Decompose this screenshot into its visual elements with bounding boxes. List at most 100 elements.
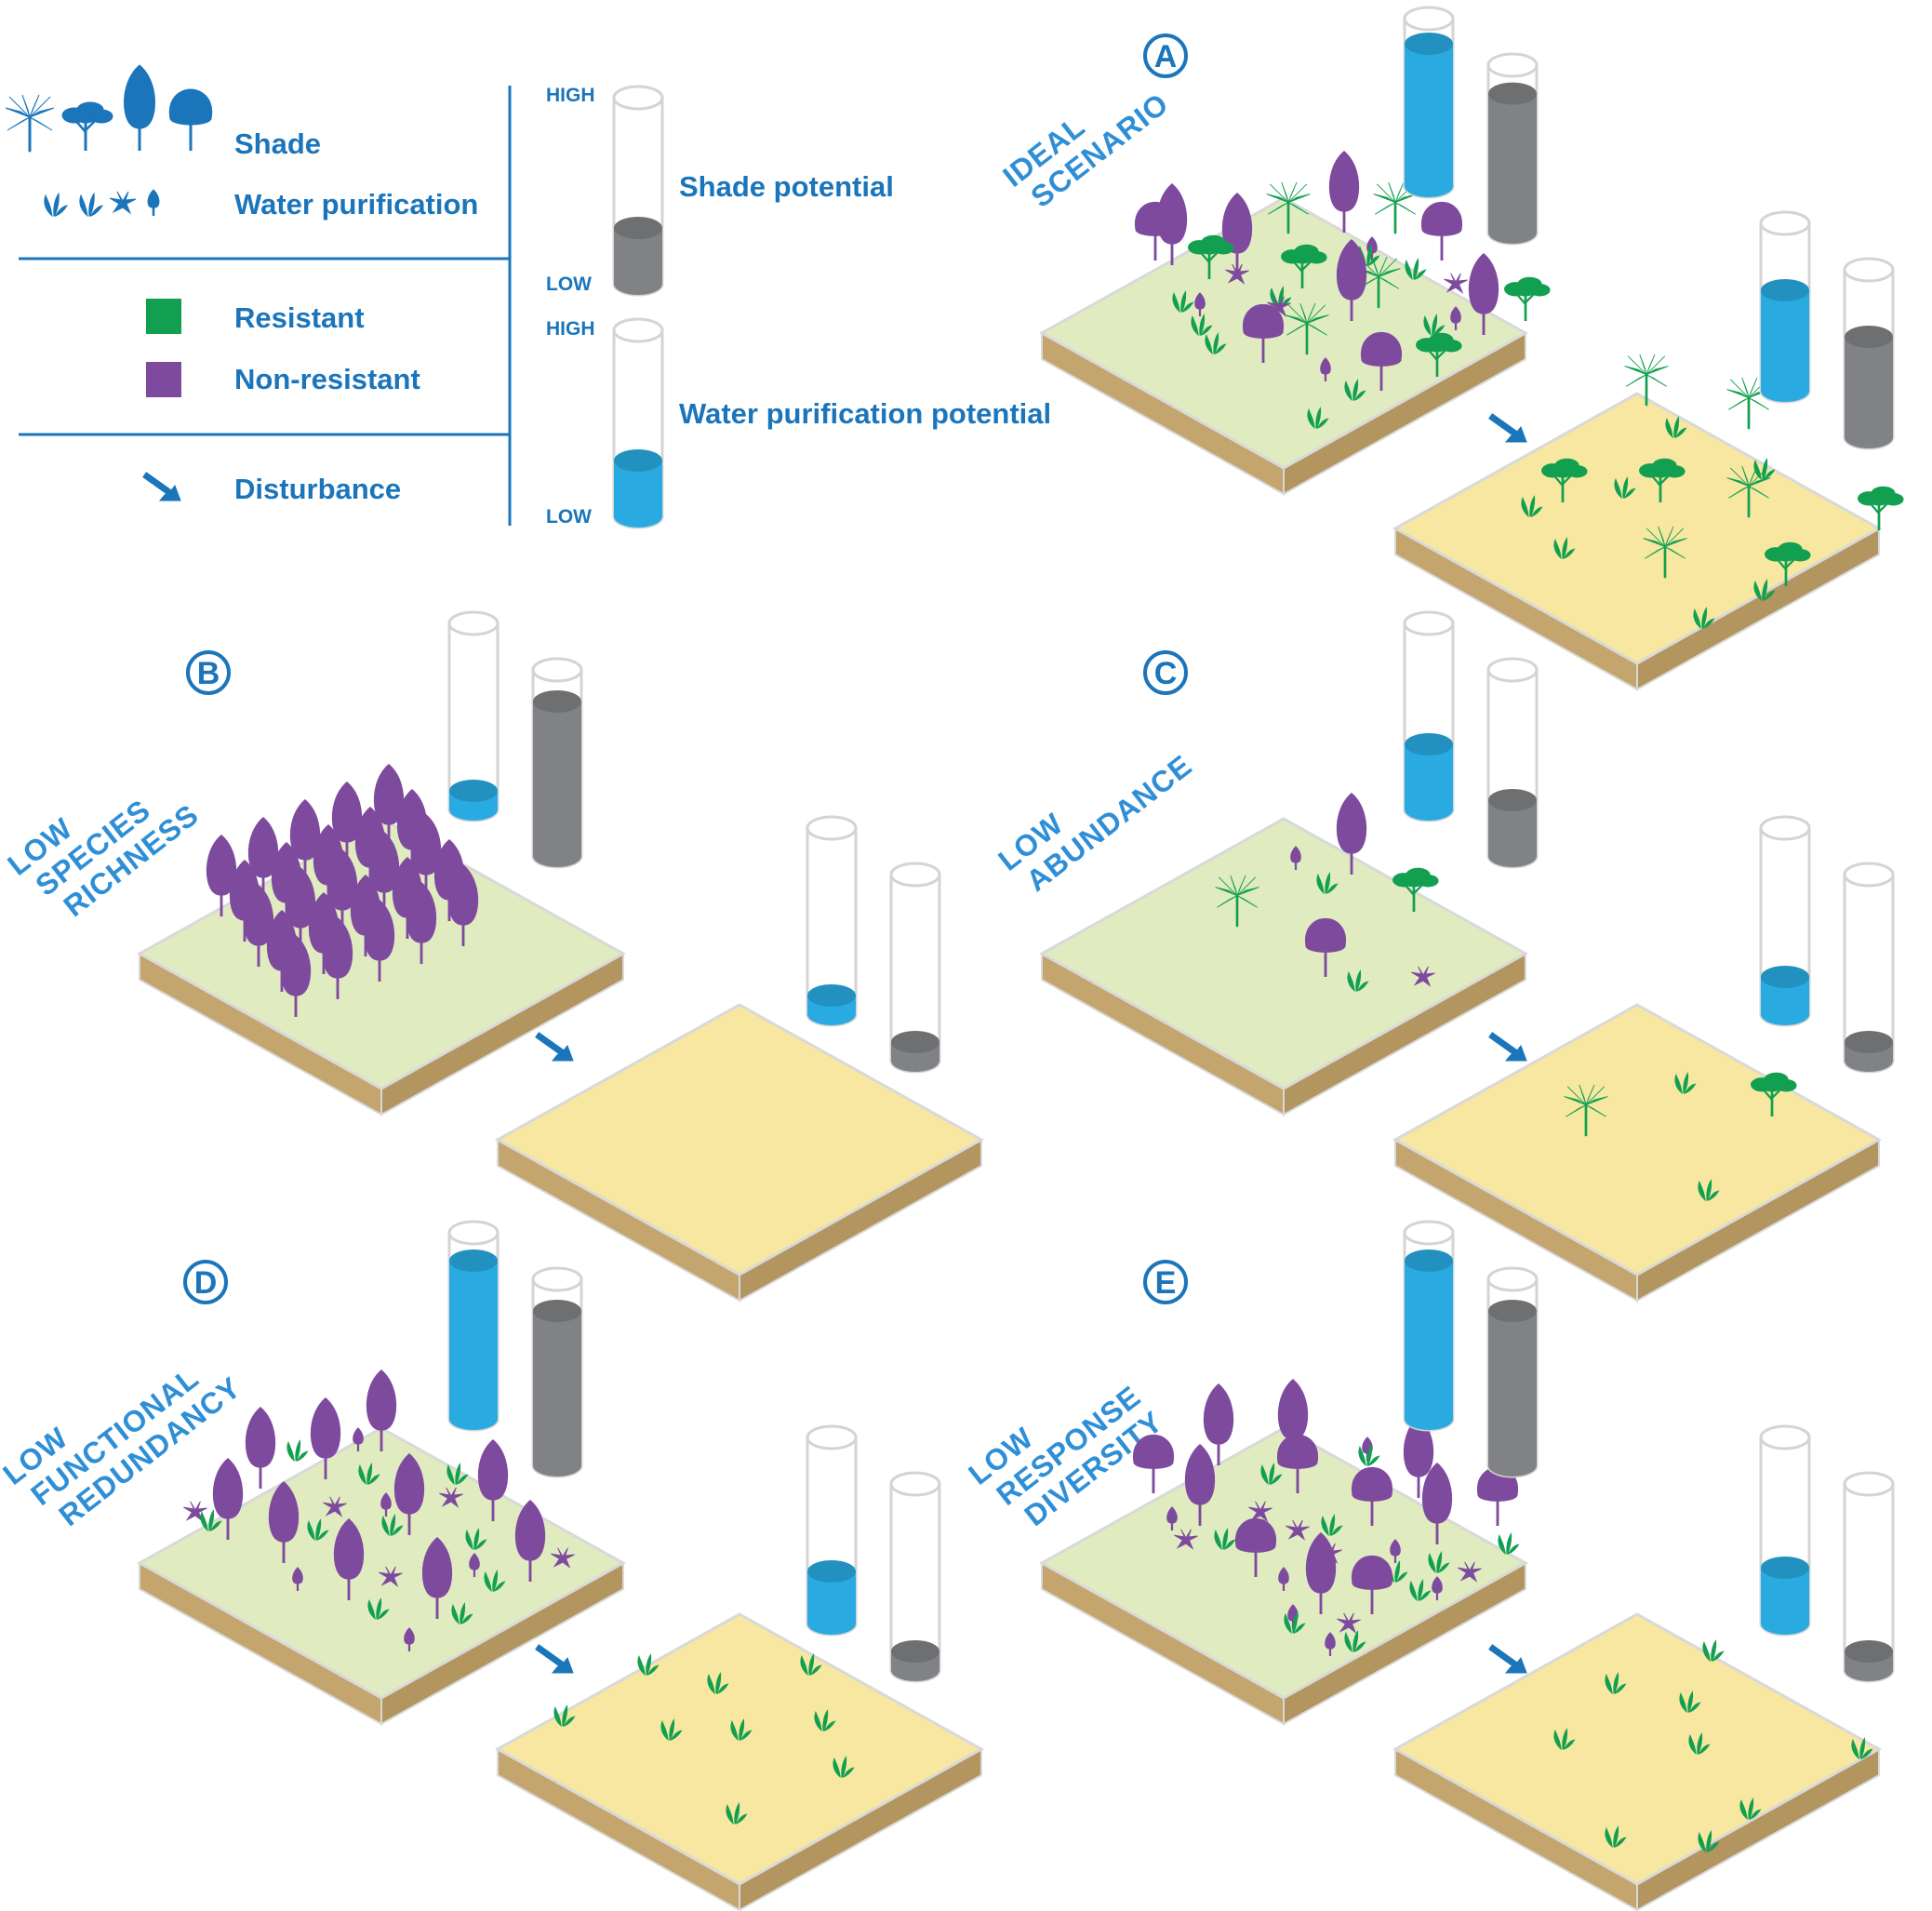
cylinder-rim [889,862,941,888]
cylinder-fill-base [1405,798,1453,821]
tile-top [494,1003,985,1276]
cylinder-fill-top [891,1640,939,1663]
legend: Shade Water purification Resistant Non-r… [4,63,1051,529]
star-plant-icon [109,191,137,214]
panel-letter-d: D [183,1260,228,1304]
cylinder-fill [533,1311,581,1465]
cylinder-rim [447,1220,500,1246]
shade-cylinder-after-e [1843,1471,1895,1683]
cylinder-rim [1843,862,1895,888]
shade-cylinder-after-a [1843,257,1895,450]
cylinder-fill [1488,93,1537,233]
cylinder-rim [1759,1424,1811,1450]
svg-text:D: D [194,1265,218,1301]
water-low-label: LOW [546,506,592,528]
tile-top [1392,1612,1883,1886]
cylinder-rim [1843,1471,1895,1497]
before-tile-e [1038,1426,1529,1726]
scenario-label-c: LOW ABUNDANCE [992,748,1198,898]
cylinder-fill-base [1488,221,1537,244]
small-tree-icon [146,188,161,218]
cylinder-rim [531,657,583,683]
shade-legend-icons [4,63,214,153]
cylinder-fill-base [891,1659,939,1681]
cylinder-rim [806,1424,858,1450]
svg-text:E: E [1155,1265,1177,1301]
cylinder-fill-top [533,1300,581,1322]
tile-top [1038,817,1529,1090]
cylinder-fill [1405,1261,1453,1419]
water-cylinder-after-e [1759,1424,1811,1637]
after-tile-c [1392,1003,1883,1303]
panel-e: E LOW RESPONSE DIVERSITY [962,1220,1895,1911]
grass-tuft-icon [286,1439,309,1462]
tall-tree-icon [1327,150,1361,234]
disturbance-arrow-e [1493,1649,1526,1673]
svg-text:A: A [1154,39,1178,74]
acacia-tree-icon [60,100,114,153]
cylinder-fill [1845,337,1893,437]
water-cylinder-before-b [447,610,500,822]
cylinder-fill-base [1845,1049,1893,1072]
cylinder-fill-top [1845,1640,1893,1663]
water-cylinder-before-c [1403,610,1455,822]
cylinder-rim [806,815,858,841]
cylinder-fill-top [614,217,662,239]
after-tile-b [494,1003,985,1303]
svg-text:B: B [197,656,220,691]
legend-disturbance-label: Disturbance [234,473,401,505]
cylinder-fill-base [1761,1612,1809,1635]
cylinder-fill-base [533,1454,581,1477]
cylinder-fill-base [1761,1003,1809,1025]
water-cylinder-after-d [806,1424,858,1637]
tile-top [1392,1003,1883,1276]
cylinder-fill-base [614,505,662,528]
cylinder-fill-top [1405,33,1453,55]
water-cylinder-before-a [1403,6,1455,199]
shade-cylinder-before-d [531,1266,583,1478]
tall-tree-icon [244,1406,277,1490]
panel-letter-b: B [186,650,231,695]
cylinder-tube [889,873,941,1062]
cylinder-tube [1843,1482,1895,1672]
cylinder-fill-base [449,798,498,821]
shade-cylinder-before-a [1486,52,1539,246]
tall-tree-icon [1155,182,1189,267]
tile-top [1392,392,1883,665]
cylinder-fill [449,1261,498,1419]
before-tile-b [136,817,627,1116]
non-resistant-swatch [146,362,181,397]
cylinder-fill-base [1845,1659,1893,1681]
panel-a: A IDEAL SCENARIO [996,6,1905,691]
cylinder-fill-top [807,1560,856,1583]
shade-cylinder-before-b [531,657,583,869]
round-tree-icon [1132,1433,1175,1495]
cylinder-fill-top [1845,326,1893,348]
cylinder-rim [1843,257,1895,283]
cylinder-fill-base [1488,1454,1537,1477]
cylinder-tube [806,826,858,1016]
scenario-label-b: LOW SPECIES RICHNESS [1,793,205,923]
cylinder-rim [1486,657,1539,683]
scenario-label-d: LOW FUNCTIONAL REDUNDANCY [0,1360,247,1532]
cylinder-fill [1405,44,1453,186]
after-tile-a [1392,392,1883,691]
cylinder-fill-top [807,984,856,1007]
cylinder-rim [1759,210,1811,236]
cylinder-fill-top [1488,1300,1537,1322]
disturbance-arrow-d [540,1649,573,1673]
water-cylinder-before-e [1403,1220,1455,1432]
water-legend-icons [44,188,161,218]
disturbance-arrow-icon [147,476,180,501]
shade-cylinder-before-c [1486,657,1539,869]
svg-text:C: C [1154,656,1178,691]
shade-cylinder-after-d [889,1471,941,1683]
cylinder-fill-top [449,1250,498,1272]
cylinder-rim [447,610,500,636]
legend-shade-label: Shade [234,127,321,160]
cylinder-rim [612,85,664,111]
tile-top [494,1612,985,1886]
cylinder-fill-top [1405,1250,1453,1272]
before-tile-a [1038,196,1529,496]
